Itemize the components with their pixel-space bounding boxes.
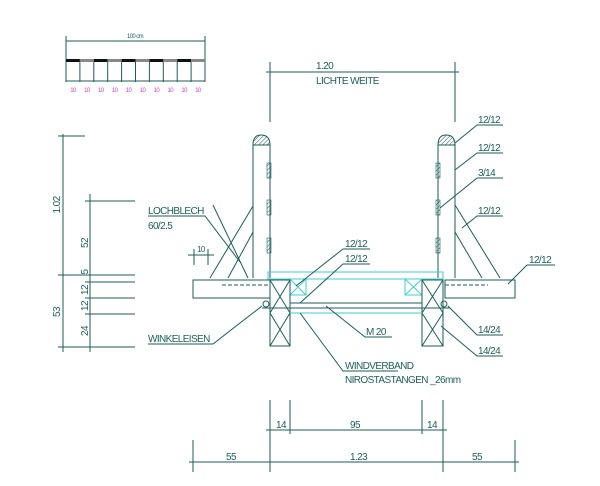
scale-segment-label: 10 — [98, 88, 105, 94]
leader-lines — [148, 124, 555, 372]
scale-segment-label: 10 — [112, 88, 119, 94]
dim-12b: 12 — [80, 300, 91, 311]
label-beam-a: 14/24 — [478, 325, 501, 336]
dim-5: 5 — [80, 268, 91, 274]
clear-width-label: LICHTE WEITE — [316, 76, 380, 87]
scale-segment-label: 10 — [84, 88, 91, 94]
label-deck-beam: 12/12 — [529, 255, 552, 266]
dim-10: 10 — [197, 245, 206, 254]
label-lochblech-size: 60/2.5 — [148, 221, 173, 232]
dim-53: 53 — [52, 306, 63, 317]
scale-bar-label: 100 cm — [127, 34, 144, 40]
label-winkeleisen: WINKELEISEN — [148, 334, 210, 345]
scale-segment-label: 10 — [181, 88, 188, 94]
label-beam-b: 14/24 — [478, 346, 501, 357]
scale-segment-label: 10 — [168, 88, 175, 94]
height-dimensions: 1.02 53 52 5 12 12 24 10 — [52, 134, 214, 352]
labels: LOCHBLECH 60/2.5 WINKELEISEN 12/12 12/12… — [148, 115, 553, 386]
left-post — [209, 134, 272, 279]
scale-segment — [149, 59, 164, 62]
scale-segment — [177, 59, 192, 62]
scale-segment — [79, 59, 94, 62]
dim-95: 95 — [350, 420, 361, 431]
scale-segment — [66, 59, 80, 62]
label-cross-a: 12/12 — [345, 239, 368, 250]
label-plank: 3/14 — [478, 168, 496, 179]
dim-1-23: 1.23 — [350, 452, 368, 463]
scale-segment — [191, 59, 205, 62]
label-windverband: WINDVERBAND — [345, 361, 414, 372]
right-post — [435, 134, 501, 279]
scale-bar: 100 cm 10 10 10 10 10 10 10 10 10 10 — [65, 34, 206, 94]
scale-segment-label: 10 — [140, 88, 147, 94]
scale-segment-label: 10 — [154, 88, 161, 94]
scale-segment-label: 10 — [70, 88, 77, 94]
label-cross-b: 12/12 — [345, 254, 368, 265]
scale-segment — [107, 59, 122, 62]
scale-segment — [135, 59, 150, 62]
dim-1-02: 1.02 — [52, 195, 63, 213]
deck — [192, 271, 516, 347]
dim-14-left: 14 — [276, 420, 287, 431]
label-bolt: M 20 — [366, 327, 387, 338]
scale-segment-label: 10 — [195, 88, 202, 94]
scale-segment — [163, 59, 178, 62]
dim-55-left: 55 — [226, 452, 237, 463]
clear-width-value: 1.20 — [316, 61, 334, 72]
dim-55-right: 55 — [472, 452, 483, 463]
label-nirostastangen: NIROSTASTANGEN _26mm — [345, 375, 461, 386]
clear-width-dimension: 1.20 LICHTE WEITE — [266, 61, 459, 122]
dim-24: 24 — [80, 325, 91, 336]
scale-segment — [121, 59, 136, 62]
width-dimensions: 14 95 14 55 1.23 55 — [189, 400, 519, 472]
label-brace: 12/12 — [478, 206, 501, 217]
dim-14-right: 14 — [427, 420, 438, 431]
scale-segment — [93, 59, 108, 62]
label-lochblech: LOCHBLECH — [148, 206, 204, 217]
scale-segment-label: 10 — [126, 88, 133, 94]
label-handrail: 12/12 — [478, 115, 501, 126]
dim-12a: 12 — [80, 284, 91, 295]
dim-52: 52 — [80, 237, 91, 248]
label-post: 12/12 — [478, 143, 501, 154]
